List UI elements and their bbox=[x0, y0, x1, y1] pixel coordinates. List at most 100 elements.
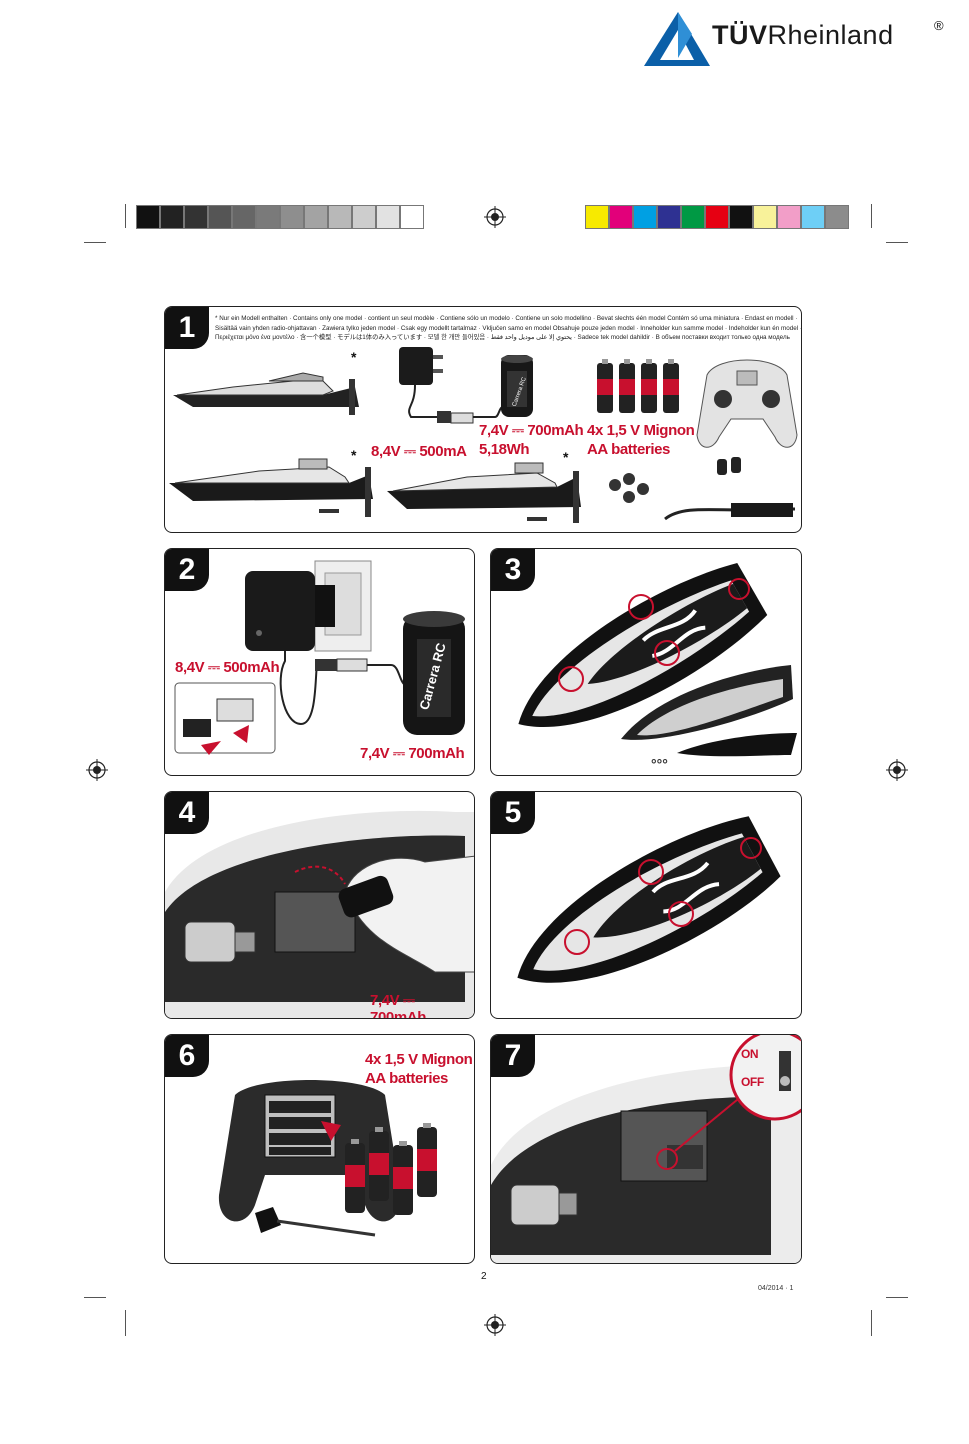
color-patch bbox=[753, 205, 777, 229]
screwdriver-icon bbox=[255, 1207, 376, 1237]
registration-target-icon bbox=[484, 1314, 506, 1336]
boat-top-view bbox=[517, 816, 781, 983]
charger-rating: 8,4V ⎓ 500mA bbox=[371, 443, 467, 460]
color-patch bbox=[633, 205, 657, 229]
aa-count: 4x 1,5 V Mignon bbox=[365, 1051, 473, 1068]
gray-patch bbox=[232, 205, 256, 229]
charger-icon bbox=[245, 571, 406, 726]
gray-patch bbox=[280, 205, 304, 229]
color-patch bbox=[705, 205, 729, 229]
logo-wordmark: TÜVRheinland bbox=[712, 20, 894, 50]
charger-rating: 8,4V ⎓ 500mAh bbox=[175, 659, 280, 676]
motor-icon bbox=[184, 921, 256, 963]
crop-mark bbox=[886, 242, 908, 243]
aa-label: AA batteries bbox=[587, 441, 671, 458]
motor-icon bbox=[510, 1184, 578, 1226]
aa-count: 4x 1,5 V Mignon bbox=[587, 422, 695, 439]
step-number: 7 bbox=[491, 1035, 535, 1077]
remote-control-icon bbox=[218, 1080, 401, 1222]
registration-target-icon bbox=[484, 206, 506, 228]
battery-pack-icon: Carrera RC bbox=[501, 355, 533, 417]
page-number: 2 bbox=[481, 1271, 487, 1282]
color-patch bbox=[585, 205, 609, 229]
step-3-panel: 3 °°° bbox=[490, 548, 802, 776]
crop-mark bbox=[84, 242, 106, 243]
step-number: 3 bbox=[491, 549, 535, 591]
battery-rating: 7,4V ⎓ 700mAh bbox=[370, 992, 426, 1019]
switch-off-label: OFF bbox=[741, 1075, 764, 1089]
single-model-note: * Nur ein Modell enthalten · Contains on… bbox=[215, 315, 802, 342]
hull-open-view bbox=[621, 665, 793, 740]
charging-illustration: Carrera RC bbox=[174, 560, 465, 755]
battery-pack-icon: Carrera RC bbox=[403, 611, 465, 735]
crop-mark bbox=[871, 1310, 872, 1336]
gray-patch bbox=[376, 205, 400, 229]
gray-patch bbox=[352, 205, 376, 229]
boat-side-view bbox=[169, 458, 373, 517]
asterisk: * bbox=[351, 349, 357, 365]
step-number: 5 bbox=[491, 792, 535, 834]
crop-mark bbox=[125, 1310, 126, 1336]
battery-pack-icon bbox=[338, 875, 394, 918]
remove-hatch-illustration bbox=[518, 563, 797, 757]
aa-batteries-icon bbox=[345, 1123, 437, 1215]
close-hatch-illustration bbox=[517, 816, 781, 983]
boat-side-view bbox=[387, 462, 581, 523]
contents-illustration: Carrera RC bbox=[169, 347, 798, 523]
switch-zoom-inset bbox=[729, 1035, 801, 1121]
spare-parts-icon bbox=[609, 473, 649, 503]
tuv-logo-triangle-icon bbox=[644, 12, 710, 66]
crop-mark bbox=[886, 1297, 908, 1298]
color-patch bbox=[609, 205, 633, 229]
hatch-cover-view bbox=[677, 733, 797, 757]
aa-label: AA batteries bbox=[365, 1070, 449, 1087]
insert-battery-illustration bbox=[165, 810, 474, 1018]
color-patch bbox=[681, 205, 705, 229]
step-number: 6 bbox=[165, 1035, 209, 1077]
step-2-panel: 2 Carrera RC 8,4V ⎓ 500mAh 7,4V ⎓ 700mAh bbox=[164, 548, 475, 776]
color-patch bbox=[657, 205, 681, 229]
battery-rating: 7,4V ⎓ 700mAh bbox=[479, 422, 584, 439]
step-6-panel: 6 4x 1,5 V Mignon AA batteries bbox=[164, 1034, 475, 1264]
color-patch bbox=[825, 205, 849, 229]
crop-mark bbox=[84, 1297, 106, 1298]
gray-patch bbox=[208, 205, 232, 229]
color-patch bbox=[729, 205, 753, 229]
step-7-panel: 7 ON OFF bbox=[490, 1034, 802, 1264]
neck-strap-icon bbox=[664, 503, 795, 521]
spare-propellers-icon bbox=[717, 457, 741, 475]
gray-patch bbox=[328, 205, 352, 229]
registration-target-icon bbox=[886, 759, 908, 781]
gray-patch bbox=[136, 205, 160, 229]
step-5-panel: 5 bbox=[490, 791, 802, 1019]
step-number: 4 bbox=[165, 792, 209, 834]
asterisk: * bbox=[563, 449, 569, 465]
registered-mark: ® bbox=[934, 18, 944, 33]
gray-patch bbox=[256, 205, 280, 229]
charger-icon bbox=[399, 347, 504, 424]
color-calibration-bar bbox=[585, 205, 849, 229]
gray-patch bbox=[184, 205, 208, 229]
crop-mark bbox=[125, 204, 126, 228]
gray-patch bbox=[304, 205, 328, 229]
step-1-panel: 1 * Nur ein Modell enthalten · Contains … bbox=[164, 306, 802, 533]
step-4-panel: 4 7,4V ⎓ 700mAh bbox=[164, 791, 475, 1019]
step-number: 1 bbox=[165, 307, 209, 349]
step-number: 2 bbox=[165, 549, 209, 591]
remote-batteries-illustration bbox=[218, 1080, 437, 1237]
color-patch bbox=[801, 205, 825, 229]
asterisk: * bbox=[351, 447, 357, 463]
screw-markers bbox=[558, 578, 750, 692]
boat-side-view bbox=[173, 372, 359, 415]
registration-target-icon bbox=[86, 759, 108, 781]
color-patch bbox=[777, 205, 801, 229]
print-code: 04/2014 · 1 bbox=[758, 1285, 794, 1292]
battery-energy: 5,18Wh bbox=[479, 441, 530, 458]
battery-rating: 7,4V ⎓ 700mAh bbox=[360, 745, 465, 762]
switch-on-label: ON bbox=[741, 1047, 759, 1061]
gray-calibration-bar bbox=[136, 205, 424, 229]
gray-patch bbox=[400, 205, 424, 229]
screw-markers bbox=[564, 837, 762, 955]
crop-mark bbox=[871, 204, 872, 228]
remote-control-icon bbox=[696, 359, 798, 448]
